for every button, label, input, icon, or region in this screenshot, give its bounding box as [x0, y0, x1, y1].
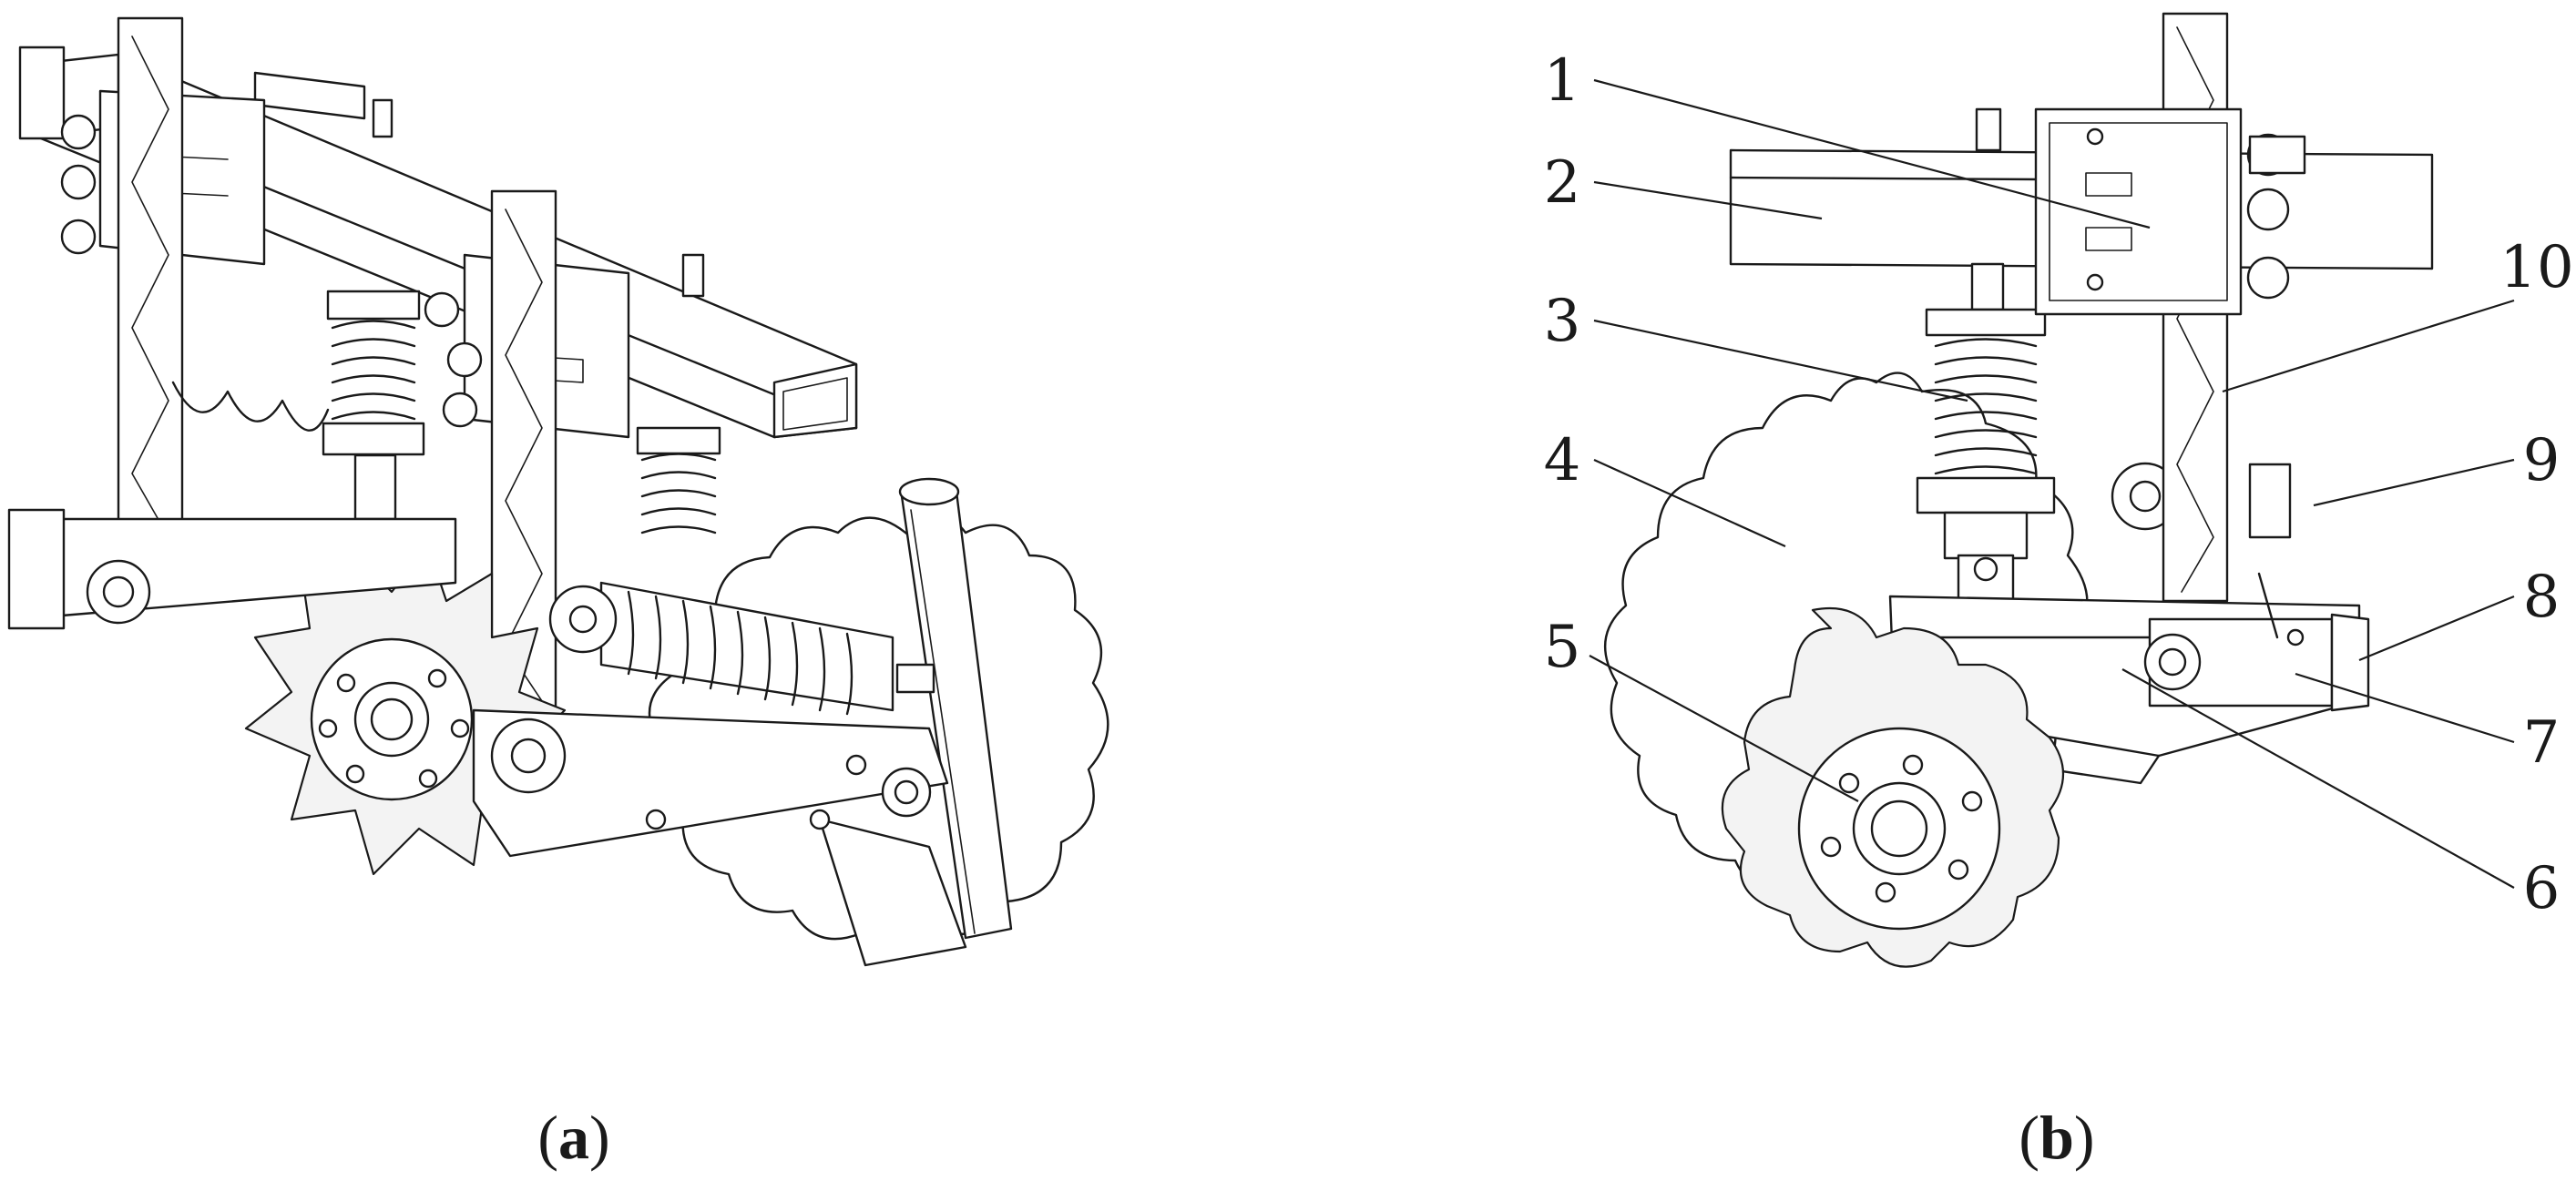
callout-9: 9 — [2523, 427, 2561, 494]
swing-arm-right — [472, 581, 949, 858]
toothed-wheel — [1721, 606, 2065, 968]
panel-a-caption: (a) — [537, 1103, 609, 1172]
swing-arm-left — [7, 508, 457, 630]
rear-bracket-b — [2111, 462, 2292, 539]
clamp-bracket — [2034, 107, 2306, 316]
callout-10: 10 — [2499, 234, 2573, 301]
callout-7: 7 — [2523, 709, 2561, 777]
callout-labels: 1 2 3 4 5 6 7 8 9 10 — [1544, 47, 2574, 922]
beam-springs-a — [171, 290, 721, 535]
callout-8: 8 — [2523, 564, 2561, 631]
callout-4: 4 — [1544, 427, 1581, 494]
callout-6: 6 — [2523, 855, 2561, 922]
panel-a-drawing — [7, 16, 1109, 967]
callout-3: 3 — [1544, 288, 1581, 355]
callout-1: 1 — [1544, 47, 1581, 115]
pivot-shaft — [2143, 572, 2370, 712]
leader-lines — [1589, 78, 2515, 889]
compression-spring — [1916, 107, 2056, 603]
callout-2: 2 — [1544, 149, 1581, 217]
vertical-posts-a — [117, 16, 557, 712]
callout-5: 5 — [1544, 614, 1581, 681]
seed-tube — [818, 477, 1013, 967]
panel-b-caption: (b) — [2019, 1103, 2094, 1172]
panel-b-drawing: 1 2 3 4 5 6 7 8 9 10 — [1544, 12, 2574, 968]
